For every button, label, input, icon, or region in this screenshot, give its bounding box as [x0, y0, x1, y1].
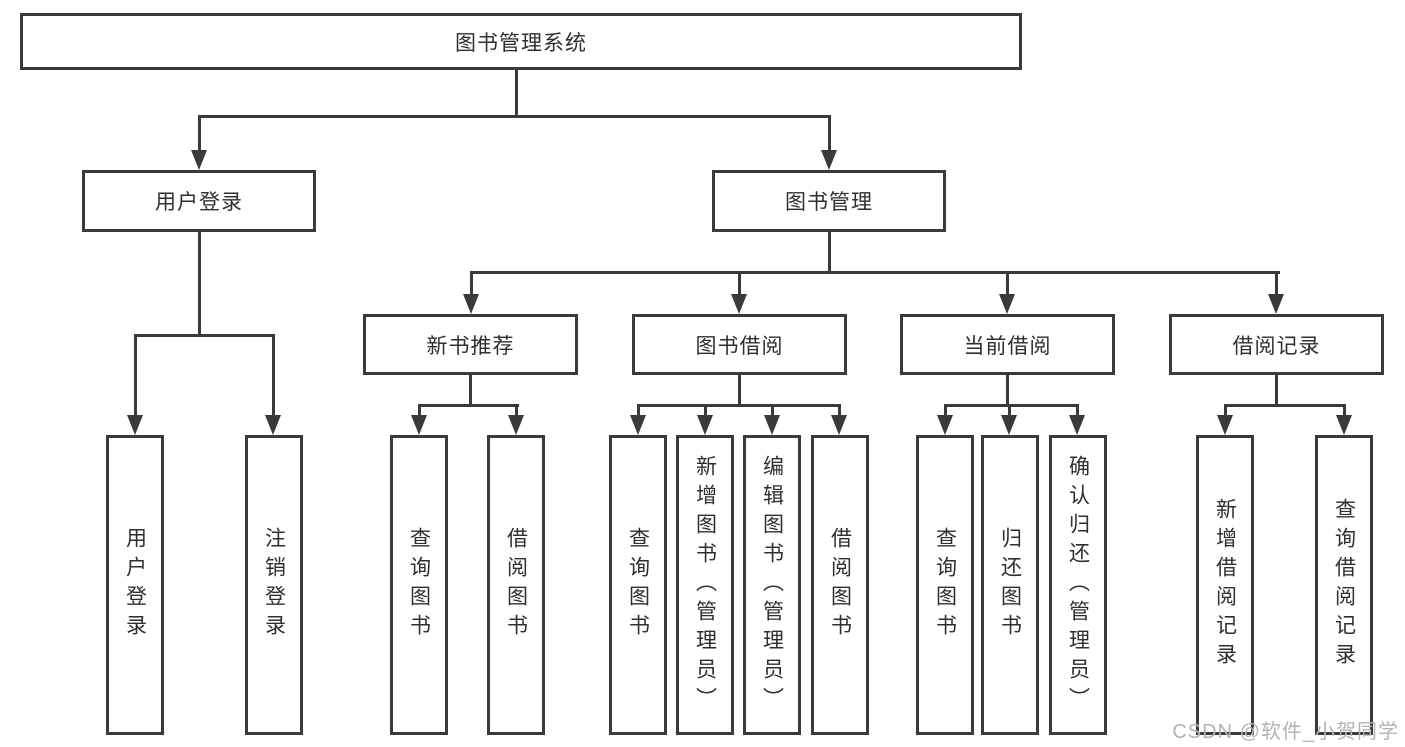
connector-drop-leaf — [418, 404, 421, 418]
arrow-down-icon — [1336, 415, 1352, 435]
arrow-down-icon — [821, 150, 837, 170]
connector-userlogin-bar — [134, 334, 275, 337]
arrow-down-icon — [1217, 415, 1233, 435]
leaf-query-books-current: 查询图书 — [916, 435, 974, 735]
node-book-management: 图书管理 — [712, 170, 946, 232]
node-label: 编辑图书（管理员） — [760, 454, 784, 716]
connector-currentborrow-bar — [944, 404, 1079, 407]
connector-drop-leaf — [637, 404, 640, 418]
connector-root-bar — [198, 115, 831, 118]
leaf-query-books-recommend: 查询图书 — [390, 435, 448, 735]
arrow-down-icon — [1069, 415, 1085, 435]
node-label: 查询图书 — [407, 527, 431, 643]
node-label: 图书管理 — [785, 191, 873, 214]
leaf-borrow-books-recommend: 借阅图书 — [487, 435, 545, 735]
connector-drop-leaf — [771, 404, 774, 418]
connector-drop-leaf — [515, 404, 518, 418]
node-label: 新增图书（管理员） — [693, 454, 717, 716]
node-label: 注销登录 — [262, 527, 286, 643]
leaf-query-books-borrow: 查询图书 — [609, 435, 667, 735]
connector-bookborrow-bar — [637, 404, 841, 407]
leaf-logout: 注销登录 — [245, 435, 303, 735]
connector-borrowrecord-stem — [1275, 375, 1278, 407]
node-label: 查询图书 — [933, 527, 957, 643]
arrow-down-icon — [764, 415, 780, 435]
arrow-down-icon — [127, 415, 143, 435]
leaf-add-borrow-record: 新增借阅记录 — [1196, 435, 1254, 735]
csdn-watermark: CSDN @软件_小贺同学 — [1172, 721, 1399, 743]
arrow-down-icon — [463, 294, 479, 314]
connector-borrowrecord-bar — [1224, 404, 1346, 407]
node-label: 确认归还（管理员） — [1066, 454, 1090, 716]
arrow-down-icon — [630, 415, 646, 435]
arrow-down-icon — [191, 150, 207, 170]
connector-drop-new-book — [470, 271, 473, 295]
node-user-login: 用户登录 — [82, 170, 316, 232]
connector-drop-borrow-record — [1275, 271, 1278, 295]
node-label: 借阅图书 — [828, 527, 852, 643]
node-new-book-recommend: 新书推荐 — [363, 314, 578, 375]
connector-drop-leaf — [1343, 404, 1346, 418]
connector-currentborrow-stem — [1006, 375, 1009, 407]
node-label: 借阅记录 — [1232, 334, 1321, 358]
node-root-system: 图书管理系统 — [20, 13, 1022, 70]
leaf-query-borrow-record: 查询借阅记录 — [1315, 435, 1373, 735]
arrow-down-icon — [265, 415, 281, 435]
arrow-down-icon — [731, 294, 747, 314]
connector-drop-leaf — [1008, 404, 1011, 418]
connector-drop-leaf — [838, 404, 841, 418]
node-label: 新书推荐 — [426, 334, 515, 358]
connector-drop-leaf — [1076, 404, 1079, 418]
connector-drop-leaf — [704, 404, 707, 418]
connector-bookmgmt-stem — [828, 232, 831, 274]
node-label: 当前借阅 — [963, 334, 1052, 358]
leaf-edit-books-admin: 编辑图书（管理员） — [743, 435, 801, 735]
connector-root-stem — [515, 70, 518, 118]
node-label: 用户登录 — [123, 527, 147, 643]
leaf-add-books-admin: 新增图书（管理员） — [676, 435, 734, 735]
node-label: 用户登录 — [155, 191, 243, 214]
arrow-down-icon — [697, 415, 713, 435]
node-book-borrowing: 图书借阅 — [632, 314, 847, 375]
connector-bookmgmt-bar — [470, 271, 1280, 274]
connector-drop-leaf — [1224, 404, 1227, 418]
node-current-borrowing: 当前借阅 — [900, 314, 1115, 375]
connector-userlogin-stem — [198, 232, 201, 337]
connector-newbook-bar — [418, 404, 519, 407]
leaf-return-books: 归还图书 — [981, 435, 1039, 735]
node-label: 归还图书 — [998, 527, 1022, 643]
node-label: 新增借阅记录 — [1213, 498, 1237, 672]
arrow-down-icon — [1001, 415, 1017, 435]
arrow-down-icon — [831, 415, 847, 435]
connector-drop-leaf — [944, 404, 947, 418]
connector-drop-leaf — [134, 334, 137, 417]
node-label: 查询图书 — [626, 527, 650, 643]
arrow-down-icon — [411, 415, 427, 435]
node-label: 查询借阅记录 — [1332, 498, 1356, 672]
arrow-down-icon — [937, 415, 953, 435]
leaf-user-login: 用户登录 — [106, 435, 164, 735]
arrow-down-icon — [999, 294, 1015, 314]
node-label: 图书管理系统 — [455, 31, 587, 55]
node-label: 图书借阅 — [695, 334, 784, 358]
leaf-confirm-return-admin: 确认归还（管理员） — [1049, 435, 1107, 735]
connector-drop-current-borrow — [1006, 271, 1009, 295]
connector-bookborrow-stem — [738, 375, 741, 407]
arrow-down-icon — [1268, 294, 1284, 314]
connector-drop-book-borrow — [738, 271, 741, 295]
connector-drop-user-login — [198, 115, 201, 151]
leaf-borrow-books: 借阅图书 — [811, 435, 869, 735]
node-borrowing-records: 借阅记录 — [1169, 314, 1384, 375]
arrow-down-icon — [508, 415, 524, 435]
node-label: 借阅图书 — [504, 527, 528, 643]
connector-newbook-stem — [469, 375, 472, 407]
connector-drop-book-mgmt — [828, 115, 831, 151]
connector-drop-leaf — [272, 334, 275, 417]
